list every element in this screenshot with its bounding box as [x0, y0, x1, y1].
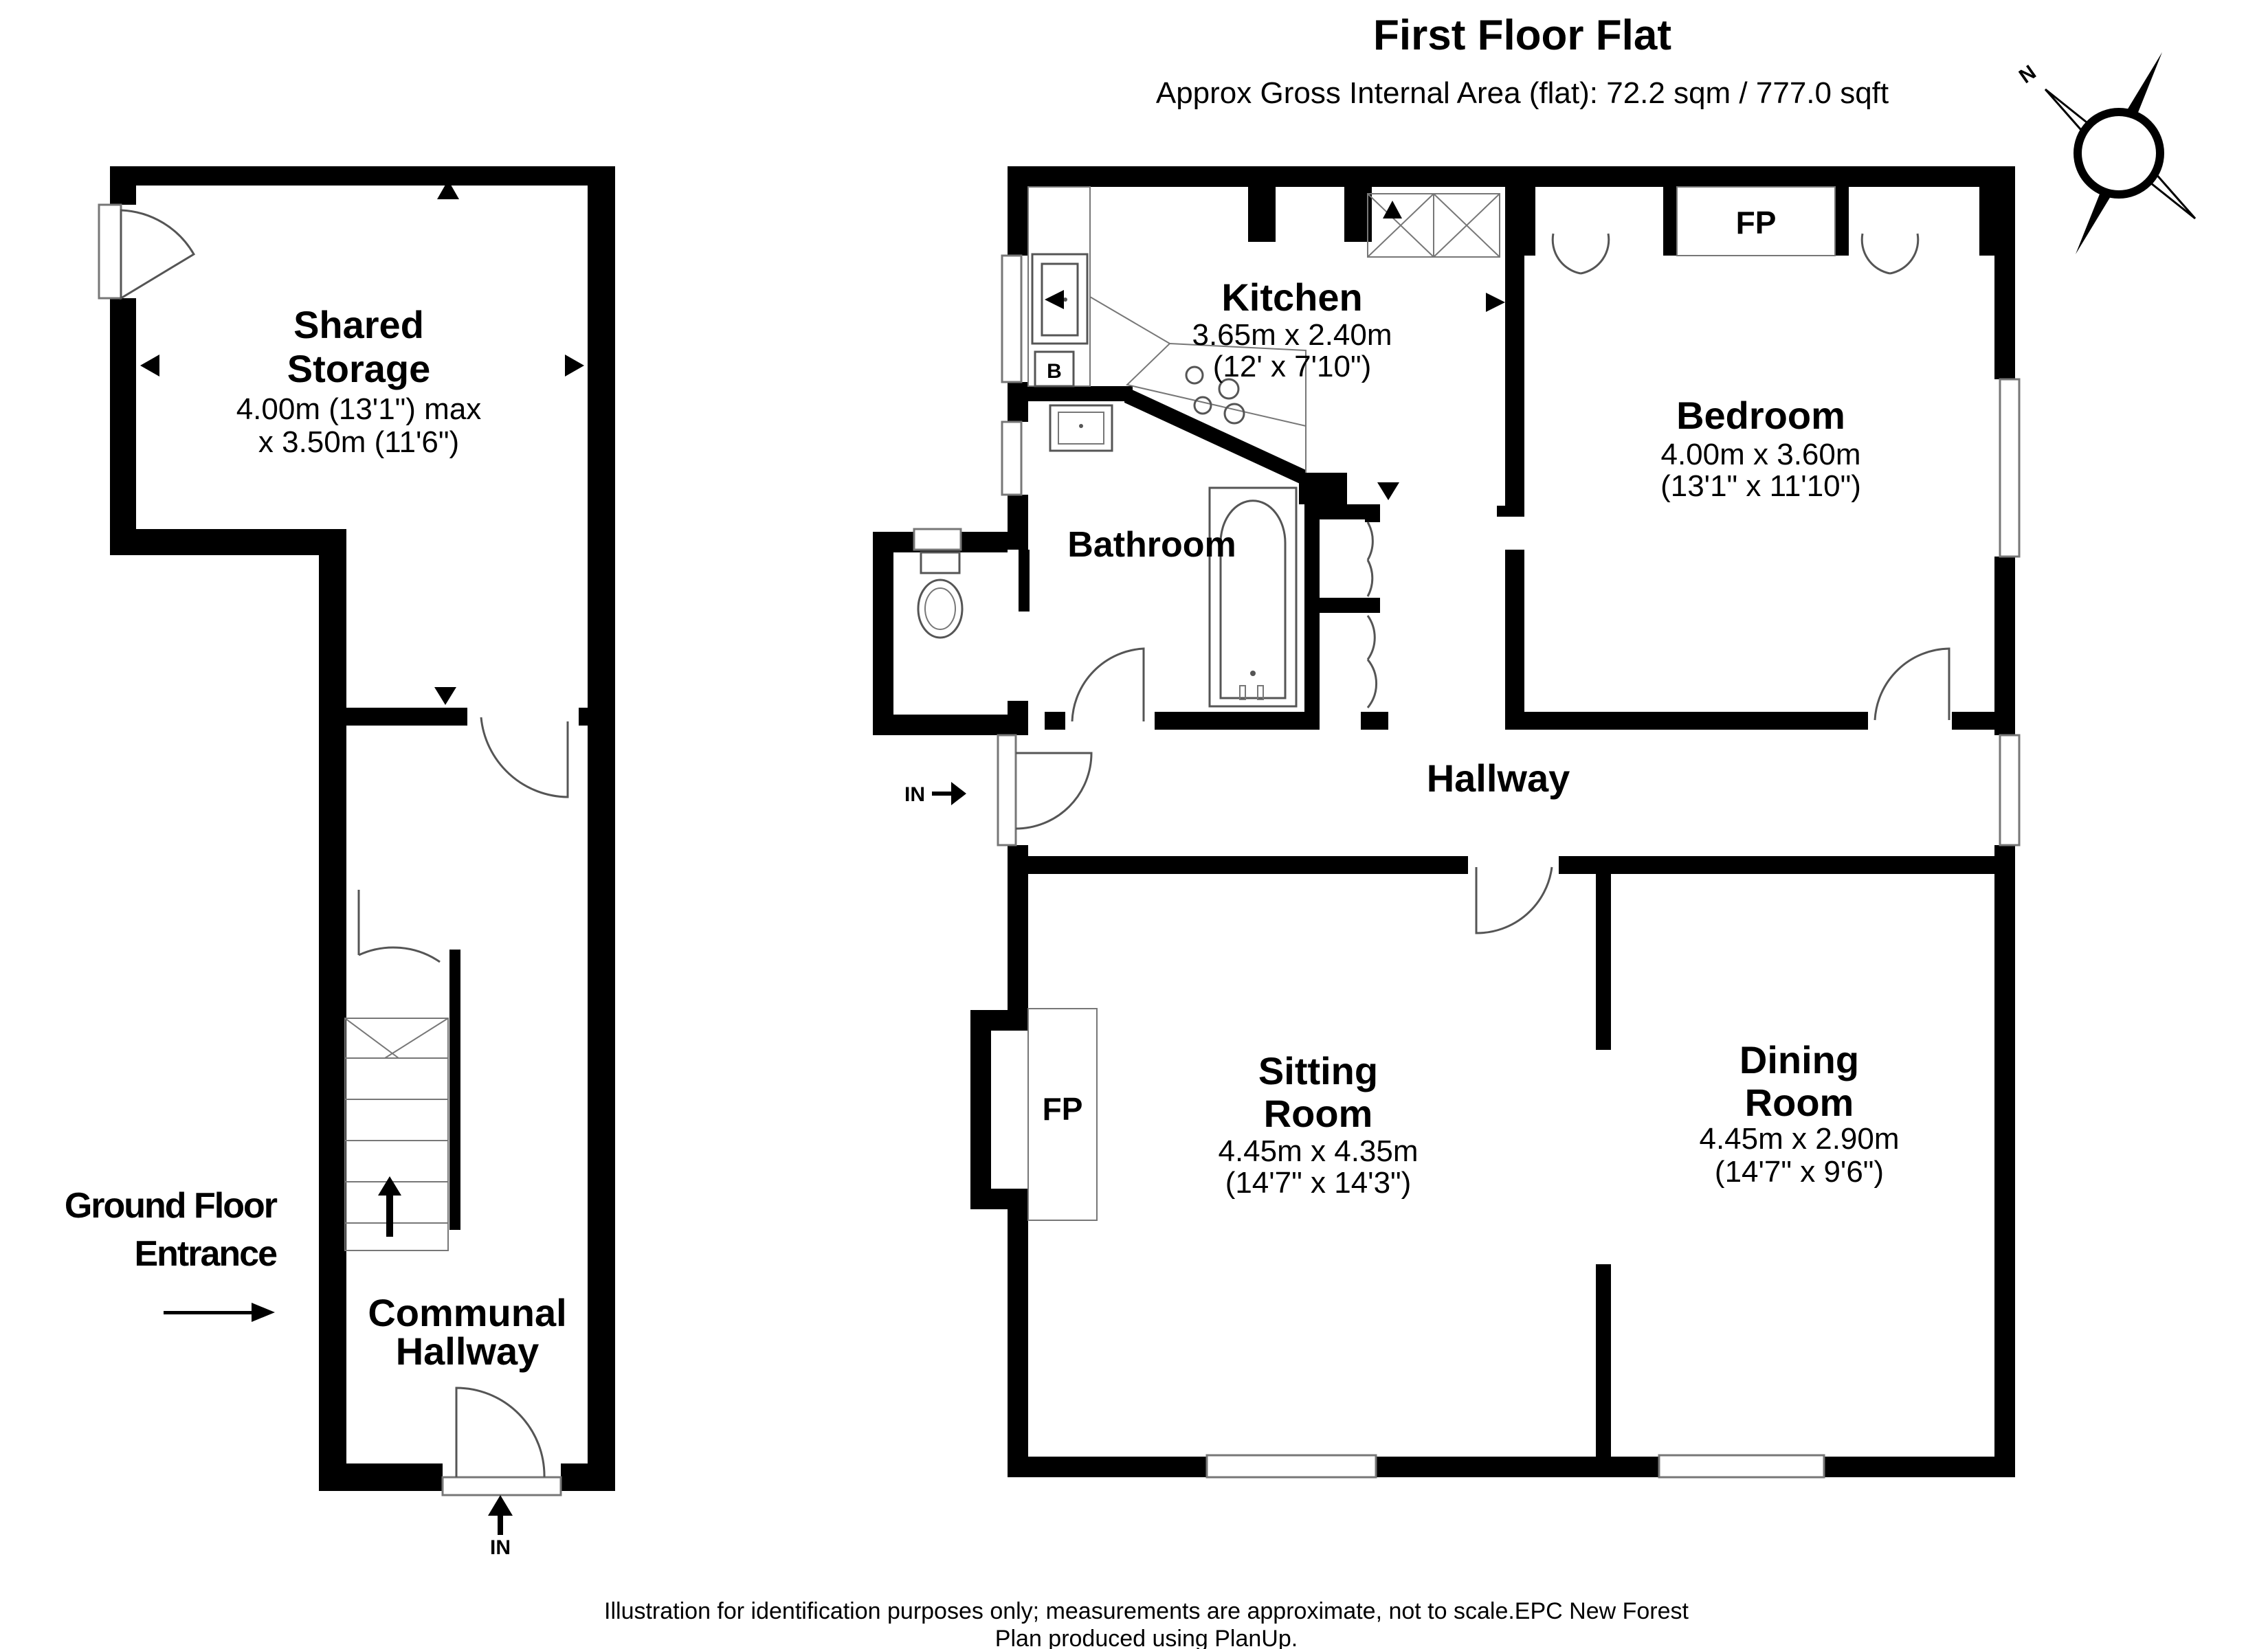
compass-icon: N [2015, 52, 2197, 254]
ground-floor-arrow-icon [164, 1303, 275, 1322]
dining-room-name-2: Room [1745, 1081, 1854, 1124]
bedroom-dim-2: (13'1" x 11'10") [1660, 469, 1861, 503]
bedroom-name: Bedroom [1676, 394, 1845, 437]
ground-floor-walls [110, 166, 615, 1491]
sitting-fireplace-label: FP [1043, 1091, 1083, 1127]
flat-entry-arrow [932, 782, 966, 805]
kitchen-dim-2: (12' x 7'10") [1213, 350, 1372, 383]
bedroom-door[interactable] [1874, 647, 1950, 721]
sitting-room-door[interactable] [1475, 866, 1553, 934]
ground-floor-label-2: Entrance [134, 1234, 277, 1274]
storage-side-door[interactable] [98, 203, 196, 300]
dining-room-dim-2: (14'7" x 9'6") [1715, 1155, 1884, 1189]
sitting-room-name-1: Sitting [1258, 1049, 1378, 1092]
communal-hallway-name-2: Hallway [396, 1330, 540, 1373]
windows [913, 254, 2021, 1479]
sitting-room-name-2: Room [1264, 1092, 1373, 1135]
boiler-label: B [1047, 360, 1062, 383]
gross-area: Approx Gross Internal Area (flat): 72.2 … [1156, 76, 1889, 110]
bedroom-fireplace-label: FP [1736, 205, 1777, 240]
bathroom-door[interactable] [1071, 647, 1145, 722]
ground-floor-label-1: Ground Floor [65, 1186, 278, 1226]
dining-room-dim-1: 4.45m x 2.90m [1699, 1122, 1899, 1156]
sitting-room-dim-1: 4.45m x 4.35m [1218, 1134, 1418, 1168]
disclaimer-line-1: Illustration for identification purposes… [604, 1598, 1689, 1624]
flat-entry-door[interactable] [997, 734, 1093, 846]
sitting-fireplace [1027, 1008, 1098, 1221]
communal-entrance-door[interactable] [441, 1387, 562, 1496]
disclaimer-line-2: Plan produced using PlanUp. [995, 1626, 1298, 1649]
staircase [344, 890, 449, 1251]
ground-in-label: IN [490, 1536, 511, 1559]
storage-dimension-markers [140, 180, 584, 705]
cupboard-doors[interactable] [1366, 233, 1920, 708]
bedroom-dim-1: 4.00m x 3.60m [1660, 438, 1860, 471]
dining-room-name-1: Dining [1739, 1038, 1859, 1081]
shared-storage-dim-1: 4.00m (13'1") max [236, 392, 482, 426]
bathroom-fittings [917, 404, 1298, 708]
communal-hallway-name-1: Communal [368, 1291, 566, 1334]
bedroom-fireplace [1676, 186, 1836, 256]
compass-north-label: N [2015, 61, 2041, 88]
ground-entry-arrow [488, 1495, 513, 1535]
flat-in-label: IN [904, 783, 925, 806]
kitchen-dim-1: 3.65m x 2.40m [1192, 318, 1392, 352]
storage-door[interactable] [480, 717, 569, 798]
shared-storage-name-1: Shared [293, 303, 424, 346]
shared-storage-name-2: Storage [287, 347, 431, 390]
plan-title: First Floor Flat [1373, 12, 1671, 59]
bathroom-name: Bathroom [1067, 525, 1236, 565]
flat-walls [873, 166, 2015, 1477]
shared-storage-dim-2: x 3.50m (11'6") [258, 425, 459, 459]
hallway-name: Hallway [1427, 756, 1570, 800]
kitchen-fittings [1027, 186, 1505, 500]
kitchen-name: Kitchen [1221, 276, 1362, 319]
sitting-room-dim-2: (14'7" x 14'3") [1225, 1166, 1412, 1200]
